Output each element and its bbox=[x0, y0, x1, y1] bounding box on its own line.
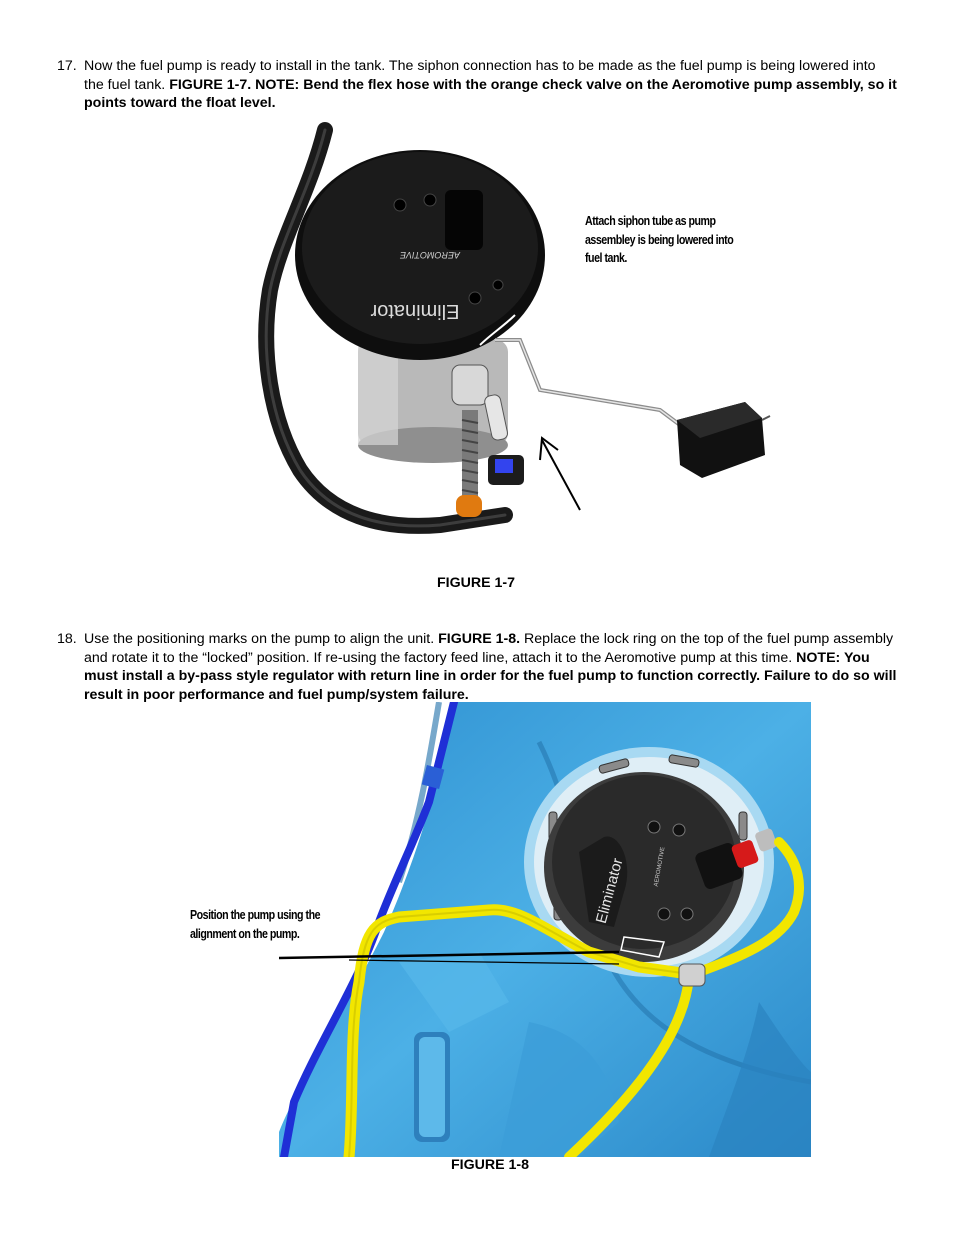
figure-1-7-callout: Attach siphon tube as pump assembley is … bbox=[585, 212, 734, 268]
model-logo: Eliminator bbox=[370, 300, 459, 322]
step-18-text: Use the positioning marks on the pump to… bbox=[84, 630, 897, 704]
figure-1-7-illustration: AEROMOTIVE Eliminator bbox=[258, 122, 771, 534]
callout-line: assembley is being lowered into bbox=[585, 231, 734, 247]
check-valve bbox=[456, 495, 482, 517]
brand-logo: AEROMOTIVE bbox=[399, 250, 461, 260]
step-18: 18. Use the positioning marks on the pum… bbox=[57, 630, 897, 704]
figure-1-8-illustration: Eliminator AEROMOTIVE bbox=[279, 702, 811, 1157]
step-number: 17. bbox=[57, 58, 77, 74]
callout-line: alignment on the pump. bbox=[190, 925, 300, 941]
pointer-arrow bbox=[541, 439, 581, 511]
step-17-bold: FIGURE 1-7. NOTE: Bend the flex hose wit… bbox=[84, 76, 897, 112]
callout-line: Position the pump using the bbox=[190, 907, 321, 922]
figure-1-8-callout: Position the pump using the alignment on… bbox=[190, 906, 321, 943]
step-18-plain-1: Use the positioning marks on the pump to… bbox=[84, 631, 439, 647]
step-17-text: Now the fuel pump is ready to install in… bbox=[84, 57, 897, 113]
step-18-bold-1: FIGURE 1-8. bbox=[438, 631, 521, 647]
yellow-feed-line bbox=[694, 837, 804, 977]
step-number: 18. bbox=[57, 631, 77, 647]
figure-1-7-caption: FIGURE 1-7 bbox=[436, 575, 516, 591]
step-17: 17. Now the fuel pump is ready to instal… bbox=[57, 57, 897, 113]
fuel-level-float bbox=[677, 402, 771, 478]
callout-line: Attach siphon tube as pump bbox=[585, 213, 716, 228]
callout-line: fuel tank. bbox=[585, 250, 627, 265]
flex-hose bbox=[462, 410, 478, 510]
figure-1-8-caption: FIGURE 1-8 bbox=[450, 1157, 530, 1173]
step-18-bold-2: NOTE: You must install a by-pass style r… bbox=[84, 649, 897, 703]
step-17-plain: Now the fuel pump is ready to install in… bbox=[84, 58, 876, 93]
step-18-plain-2: Replace the lock ring on the top of the … bbox=[84, 631, 894, 666]
pointer-line bbox=[279, 950, 620, 960]
